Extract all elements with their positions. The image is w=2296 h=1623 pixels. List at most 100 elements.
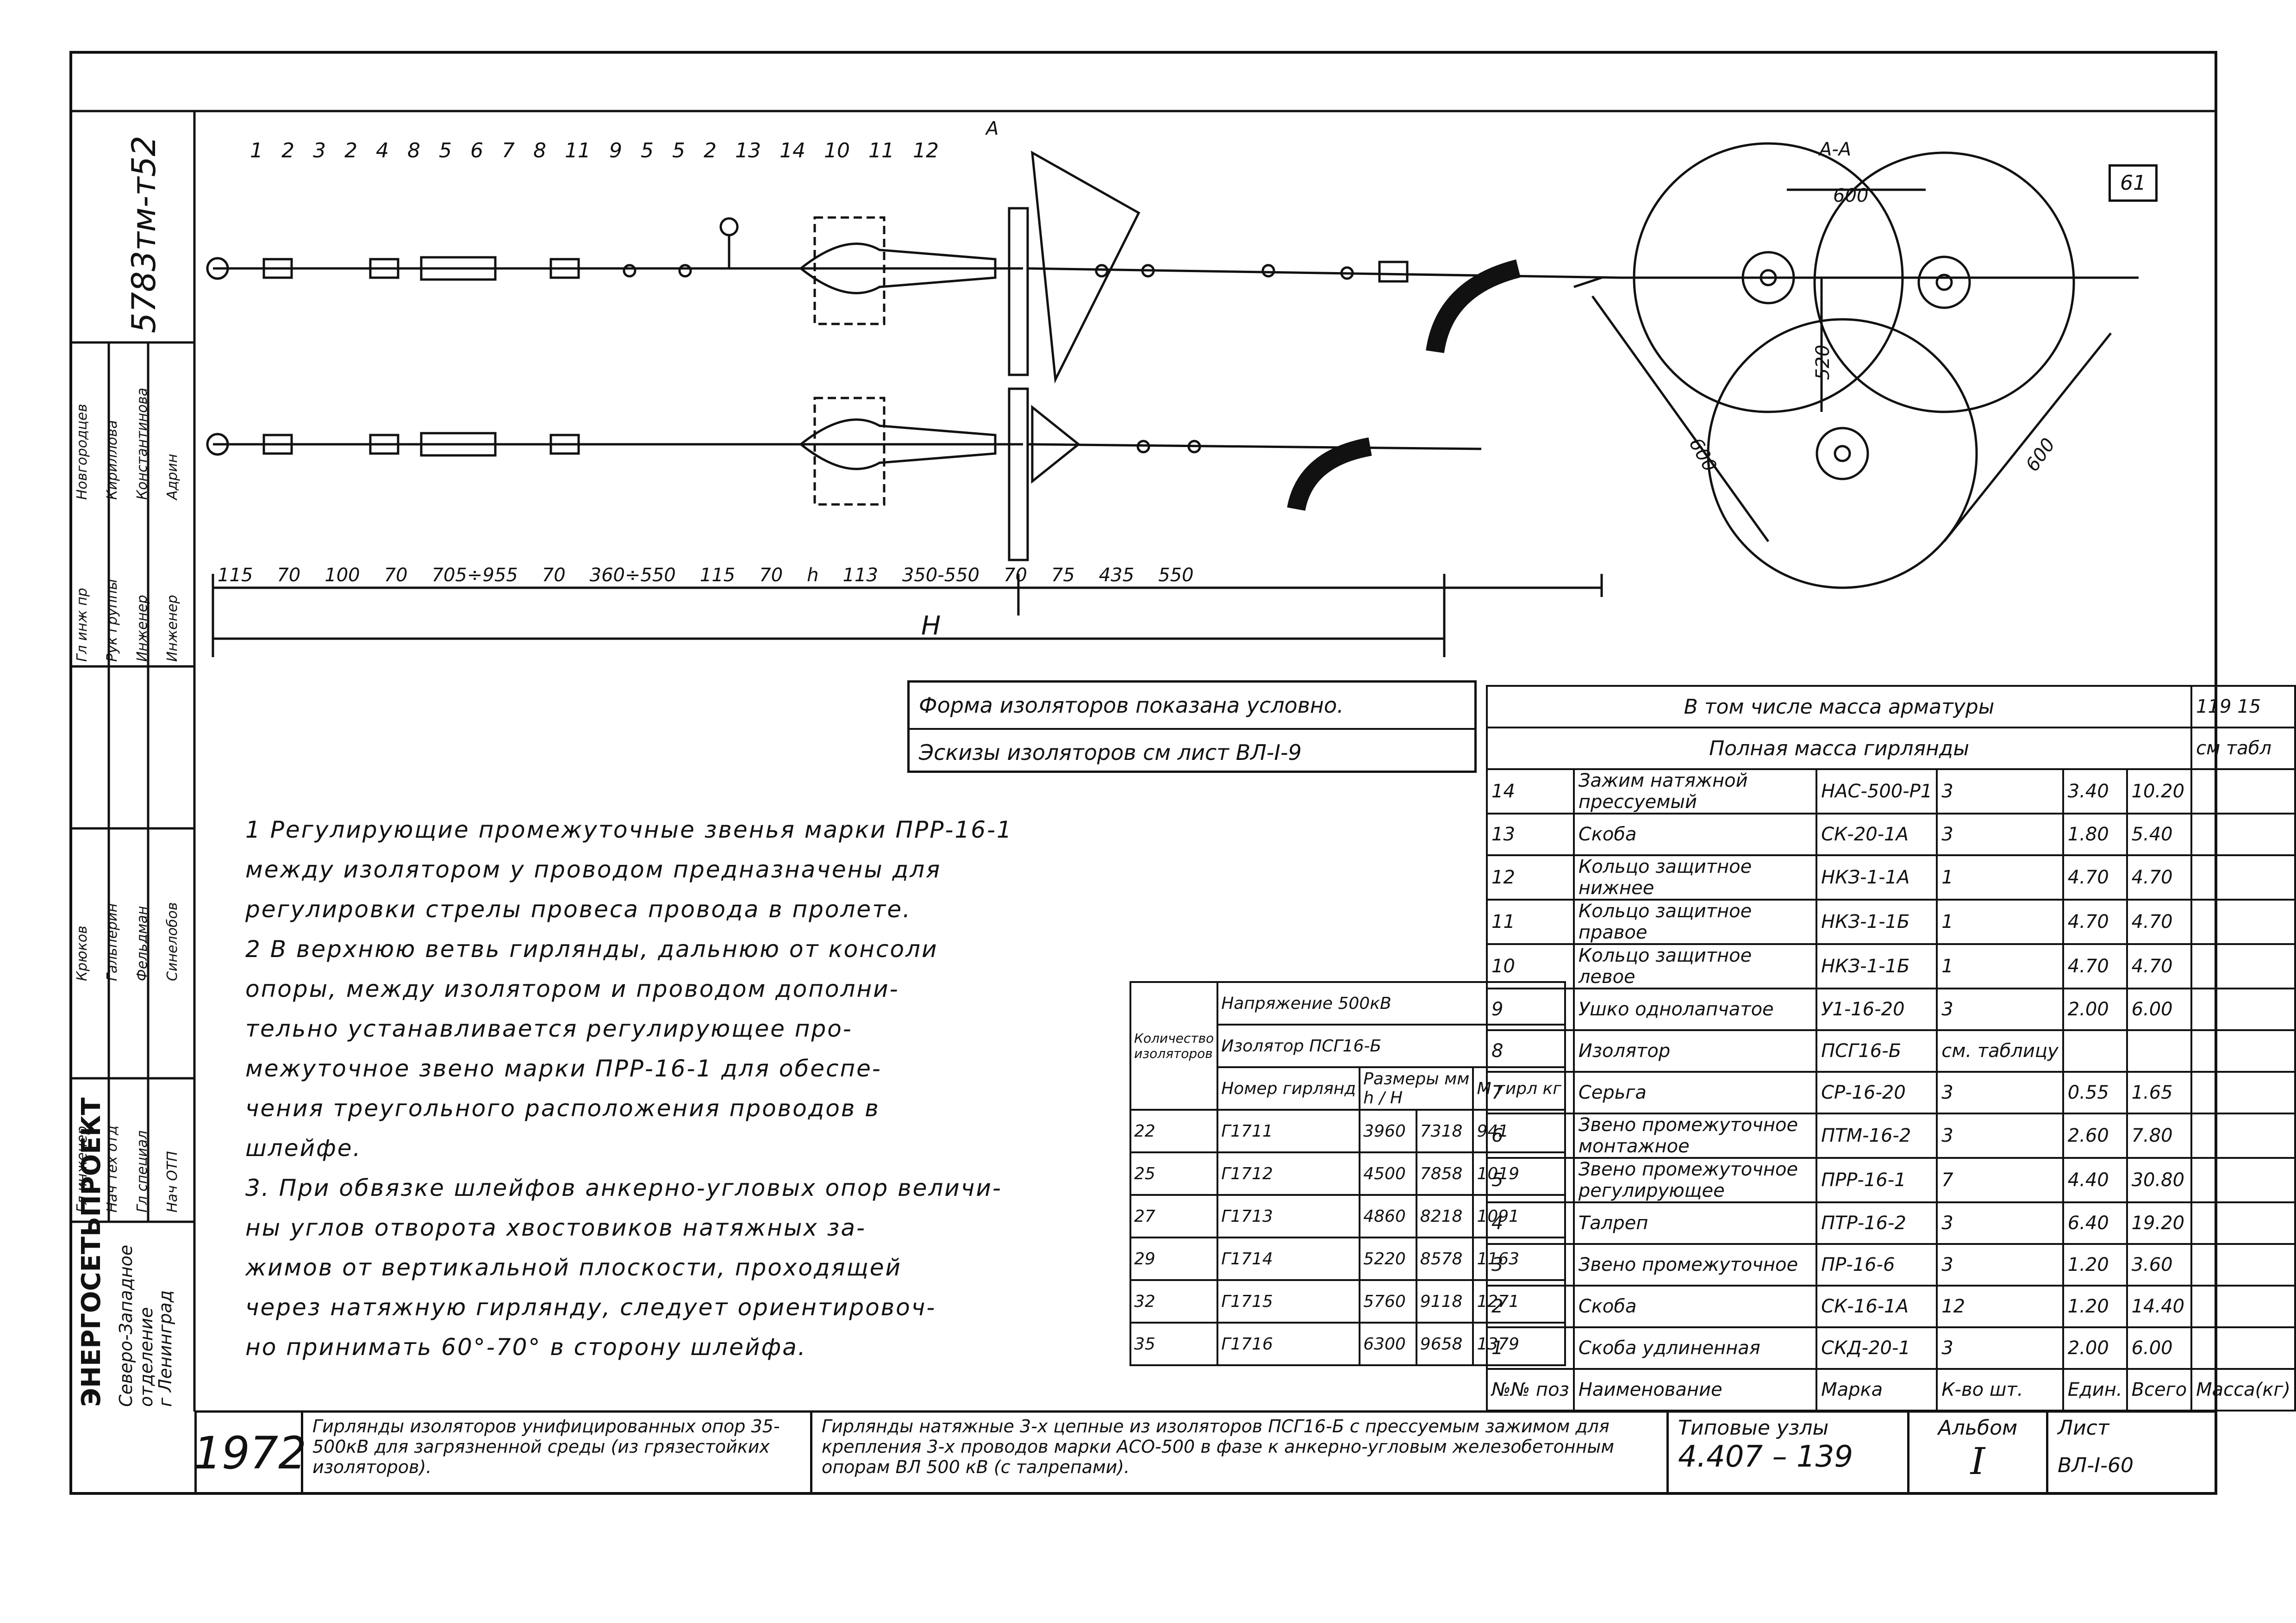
note-line: опоры, между изолятором и проводом допол… (245, 976, 899, 1002)
callout: 2 (344, 139, 357, 162)
spec-cell: 3 (1936, 1326, 2064, 1370)
signature-names-1: Новгородцев Кириллова Константинова Адри… (74, 388, 181, 500)
spec-cell-empty (2190, 1285, 2296, 1328)
sheet-corner-number: 61 (2109, 164, 2158, 202)
spec-cell: Серьга (1572, 1071, 1818, 1114)
spec-cell: 4 (1486, 1201, 1575, 1245)
dim-value: 70 (277, 565, 301, 586)
note-line: чения треугольного расположения проводов… (245, 1095, 880, 1122)
spec-cell-empty (2190, 899, 2296, 945)
spec-cell: 3 (1936, 988, 2064, 1031)
sheet-number: ВЛ-I-60 (2058, 1454, 2134, 1477)
spec-cell: СК-16-1А (1816, 1285, 1938, 1328)
footer-mass: Масса(кг) (2190, 1368, 2296, 1412)
spec-cell: 3 (1486, 1243, 1575, 1287)
col-count-header: Количество изоляторов (1129, 981, 1219, 1111)
spec-cell: ПТМ-16-2 (1816, 1113, 1938, 1159)
spec-cell: 4.40 (2062, 1157, 2128, 1203)
spec-cell: 3 (1936, 768, 2064, 815)
spec-cell: Звено промежуточное монтажное (1572, 1113, 1818, 1159)
spec-cell: 10 (1486, 943, 1575, 989)
name: Фельдман (134, 906, 150, 981)
spec-cell: 3.60 (2126, 1243, 2193, 1287)
insulator-cell: 29 (1129, 1237, 1219, 1281)
note-line: жимов от вертикальной плоскости, проходя… (245, 1254, 902, 1281)
spec-cell: 1.20 (2062, 1285, 2128, 1328)
signature-block-2: Гл инженер Нач тех отд Гл специал Нач ОТ… (74, 1126, 181, 1213)
dim-value: 100 (324, 565, 360, 586)
dim-value: h (807, 565, 819, 586)
spec-cell (2062, 1029, 2128, 1073)
dim-value: 70 (542, 565, 566, 586)
spec-cell-empty (2190, 943, 2296, 989)
album-cell: Альбом I (1907, 1412, 2046, 1495)
spec-cell-empty (2190, 768, 2296, 815)
spec-cell: Кольцо защитное нижнее (1572, 854, 1818, 901)
spec-cell: 6 (1486, 1113, 1575, 1159)
spec-cell: 12 (1936, 1285, 2064, 1328)
number-header: Номер гирлянд (1217, 1066, 1361, 1111)
spec-cell: см. таблицу (1936, 1029, 2064, 1073)
footer-mark: Марка (1816, 1368, 1938, 1412)
note-line: 1 Регулирующие промежуточные звенья марк… (245, 816, 1013, 843)
spec-cell-empty (2190, 1113, 2296, 1159)
note-line: шлейфе. (245, 1135, 362, 1162)
insulator-cell: 6300 (1359, 1322, 1417, 1366)
spec-cell: НКЗ-1-1А (1816, 854, 1938, 901)
role: Нач тех отд (104, 1126, 120, 1213)
spec-cell-empty (2190, 1243, 2296, 1287)
spec-cell: 2.60 (2062, 1113, 2128, 1159)
typical-units-cell: Типовые узлы 4.407 – 139 (1666, 1412, 1907, 1495)
spec-cell: 3 (1936, 1243, 2064, 1287)
form-note-line1: Форма изоляторов показана условно. (919, 693, 1344, 718)
insulator-cell: Г1713 (1217, 1194, 1361, 1238)
note-line: ны углов отворота хвостовиков натяжных з… (245, 1214, 867, 1241)
insulator-cell: 8218 (1415, 1194, 1474, 1238)
dimension-row: 115 70 100 70 705÷955 70 360÷550 115 70 … (218, 565, 1560, 586)
spec-cell: 1 (1936, 854, 2064, 901)
spec-cell-empty (2190, 1157, 2296, 1203)
dim-value: 113 (842, 565, 878, 586)
spec-cell: 1.80 (2062, 813, 2128, 856)
section-mark: А (986, 118, 999, 139)
name: Константинова (134, 387, 150, 500)
spec-cell: Скоба (1572, 813, 1818, 856)
dim-value: 350-550 (902, 565, 980, 586)
callout: 3 (313, 139, 326, 162)
callout: 5 (672, 139, 685, 162)
spec-cell: 4.70 (2062, 854, 2128, 901)
spec-cell: НКЗ-1-1Б (1816, 899, 1938, 945)
footer-name: Наименование (1572, 1368, 1818, 1412)
spec-cell: 8 (1486, 1029, 1575, 1073)
spec-cell: 3 (1936, 1113, 2064, 1159)
dim-value: 550 (1158, 565, 1194, 586)
insulator-cell: 25 (1129, 1151, 1219, 1196)
note-line: межуточное звено марки ПРР-16-1 для обес… (245, 1055, 882, 1082)
insulator-cell: 5760 (1359, 1279, 1417, 1324)
spec-cell: 0.55 (2062, 1071, 2128, 1114)
spec-cell: Звено промежуточное (1572, 1243, 1818, 1287)
spec-cell: 1.20 (2062, 1243, 2128, 1287)
spec-cell: 7 (1936, 1157, 2064, 1203)
spec-cell: 1 (1936, 899, 2064, 945)
archive-number: 5783тм-т52 (125, 136, 163, 333)
spec-cell: 1 (1486, 1326, 1575, 1370)
footer-total: Всего (2126, 1368, 2193, 1412)
spec-cell: Изолятор (1572, 1029, 1818, 1073)
H-label: H (1390, 1088, 1403, 1107)
callout-row: 1 2 3 2 4 8 5 6 7 8 11 9 5 5 2 13 14 10 … (250, 139, 1546, 162)
insulator-cell: Г1715 (1217, 1279, 1361, 1324)
name: Гальперин (104, 903, 120, 981)
role: Нач ОТП (164, 1151, 181, 1213)
insulator-cell: Г1712 (1217, 1151, 1361, 1196)
role: Рук группы (104, 579, 120, 662)
